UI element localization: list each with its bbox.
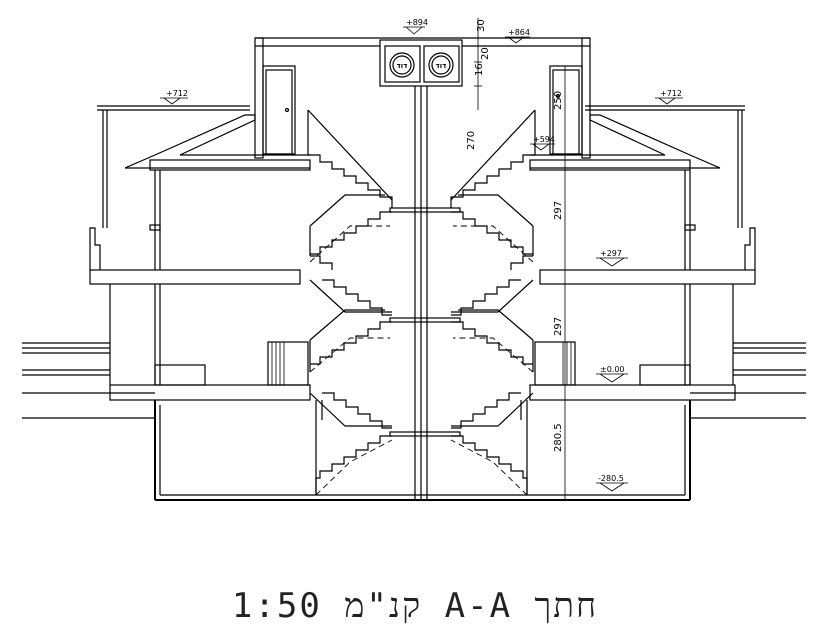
staircase <box>307 109 536 496</box>
tank-label-left: דוד <box>397 62 408 70</box>
dim-storey-1: 297 <box>553 201 564 220</box>
railings <box>154 341 691 386</box>
level-markers: +894 +864 +712 +712 +594 +297 ±0.00 -280… <box>160 18 683 492</box>
level-top-roof: +894 <box>406 18 428 27</box>
level-side-roof-left: +712 <box>166 89 188 98</box>
level-floor-ground: ±0.00 <box>600 365 625 374</box>
level-landing-upper: +594 <box>533 135 555 144</box>
dim-basement-storey: 280.5 <box>553 423 564 452</box>
dim-door-height: 250 <box>553 91 564 110</box>
dim-top-slab: 20 <box>480 47 491 60</box>
drawing-caption: חתך A-A קנ"מ 1:50 <box>231 586 599 626</box>
dim-upper-storey: 270 <box>466 131 477 150</box>
water-heaters: דוד דוד <box>384 45 460 83</box>
ground-lines <box>22 342 806 419</box>
dim-storey-2: 297 <box>553 317 564 336</box>
tank-label-right: דוד <box>436 62 447 70</box>
dimension-lines: 30 20 16 250 270 297 297 280.5 <box>466 18 569 500</box>
dim-parapet: 30 <box>476 19 487 32</box>
building-shell <box>89 37 756 501</box>
dim-top-gap: 16 <box>474 63 485 76</box>
level-side-roof-right: +712 <box>660 89 682 98</box>
level-floor-basement: -280.5 <box>598 474 624 483</box>
level-upper-roof: +864 <box>508 28 530 37</box>
level-floor-first: +297 <box>600 249 622 258</box>
